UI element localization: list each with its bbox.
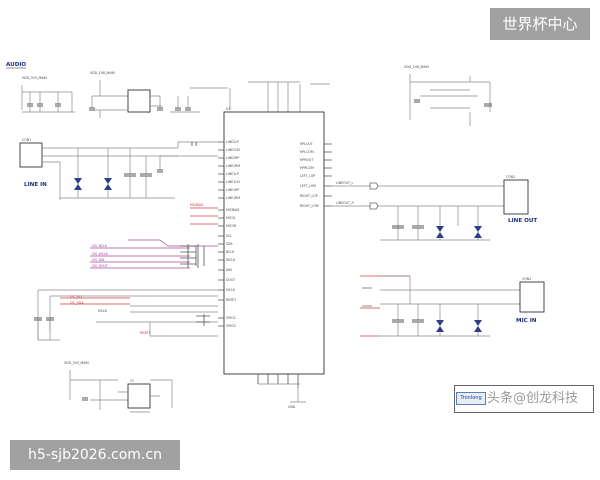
right-power-label: VDD_1V8_MAIN (404, 65, 429, 69)
u1-pin-left-3: LINE2RP (226, 156, 239, 160)
u1-pin-right-3: HPROUT (300, 158, 313, 162)
ground-net-label: GND (288, 405, 296, 409)
u1-pin-left-2: LINE2LM (226, 148, 240, 152)
reset-net: RESET (140, 331, 150, 335)
u1-pin-left-17: DOUT (226, 278, 235, 282)
i2s-dout-net: I2S_DOUT (92, 264, 108, 268)
i2s-bclk-net: I2S_BCLK (92, 244, 108, 248)
crystal-label: Y1 (130, 379, 134, 383)
power-net-label: VDD_3V3_MAIN (22, 76, 47, 80)
title-block-watermark: 头条@创龙科技 (487, 391, 579, 406)
u1-pin-left-1: LINE2LP (226, 140, 239, 144)
u1-pin-left-19: RESET (226, 298, 236, 302)
line-out-jack-label: CON2 (506, 175, 515, 179)
u1-pin-left-15: WCLK (226, 258, 236, 262)
mic-bias-net: MICBIAS (190, 203, 203, 207)
audio-codec-ic (223, 111, 325, 375)
mic-in-label: MIC IN (516, 318, 537, 324)
u1-pin-right-4: HPRCOM (300, 166, 314, 170)
bottom-left-watermark: h5-sjb2026.com.cn (10, 440, 180, 470)
u1-pin-right-6: LEFT_LOM (300, 184, 316, 188)
u1-pin-left-11: MIC3R (226, 224, 237, 228)
u1-pin-right-5: LEFT_LOP (300, 174, 315, 178)
line-out-jack (503, 179, 529, 215)
line-in-jack-label: CON1 (22, 138, 31, 142)
mclk-net: MCLK (98, 309, 108, 313)
u1-pin-right-8: RIGHT_LOM (300, 204, 319, 208)
i2c-scl-net: I2C_SCL (70, 295, 83, 299)
line-in-label: LINE IN (24, 182, 47, 188)
lineout-r-net: LINEOUT_R (336, 201, 354, 205)
lineout-l-net: LINEOUT_L (336, 181, 353, 185)
u1-pin-left-6: LINE1LM (226, 180, 240, 184)
u1-pin-left-20: GPIO1 (226, 316, 236, 320)
crystal-power-label: VDD_3V3_MAIN (64, 361, 89, 365)
u1-pin-right-1: HPLOUT (300, 142, 313, 146)
company-logo: Tronlong (456, 392, 486, 405)
line-in-jack (19, 142, 43, 168)
u1-pin-left-18: MCLK (226, 288, 236, 292)
u1-label: U1 (226, 107, 230, 111)
u1-pin-right-2: HPLCOM (300, 150, 314, 154)
u1-pin-left-4: LINE2RM (226, 164, 240, 168)
u1-pin-left-12: SCL (226, 234, 232, 238)
line-out-label: LINE OUT (508, 218, 537, 224)
i2s-din-net: I2S_DIN (92, 258, 105, 262)
u1-pin-left-8: LINE1RM (226, 196, 240, 200)
regulator-ic (127, 89, 151, 113)
mic-in-jack-label: CON3 (522, 277, 531, 281)
u1-pin-left-5: LINE1LP (226, 172, 239, 176)
u1-pin-left-21: GPIO2 (226, 324, 236, 328)
u1-pin-left-10: MIC3L (226, 216, 236, 220)
crystal-oscillator (127, 383, 151, 409)
u1-pin-left-16: DIN (226, 268, 232, 272)
u1-pin-left-14: BCLK (226, 250, 235, 254)
audio-section-label: AUDIO (6, 62, 26, 68)
top-right-watermark: 世界杯中心 (490, 8, 590, 40)
i2c-sda-net: I2C_SDA (70, 301, 84, 305)
u1-pin-left-7: LINE1RP (226, 188, 239, 192)
mic-in-jack (519, 281, 545, 313)
u1-pin-right-7: RIGHT_LOP (300, 194, 318, 198)
u1-pin-left-13: SDA (226, 242, 233, 246)
i2s-wclk-net: I2S_WCLK (92, 252, 109, 256)
u1-pin-left-9: MICBIAS (226, 208, 239, 212)
power-net-label-2: VDD_1V8_MAIN (90, 71, 115, 75)
